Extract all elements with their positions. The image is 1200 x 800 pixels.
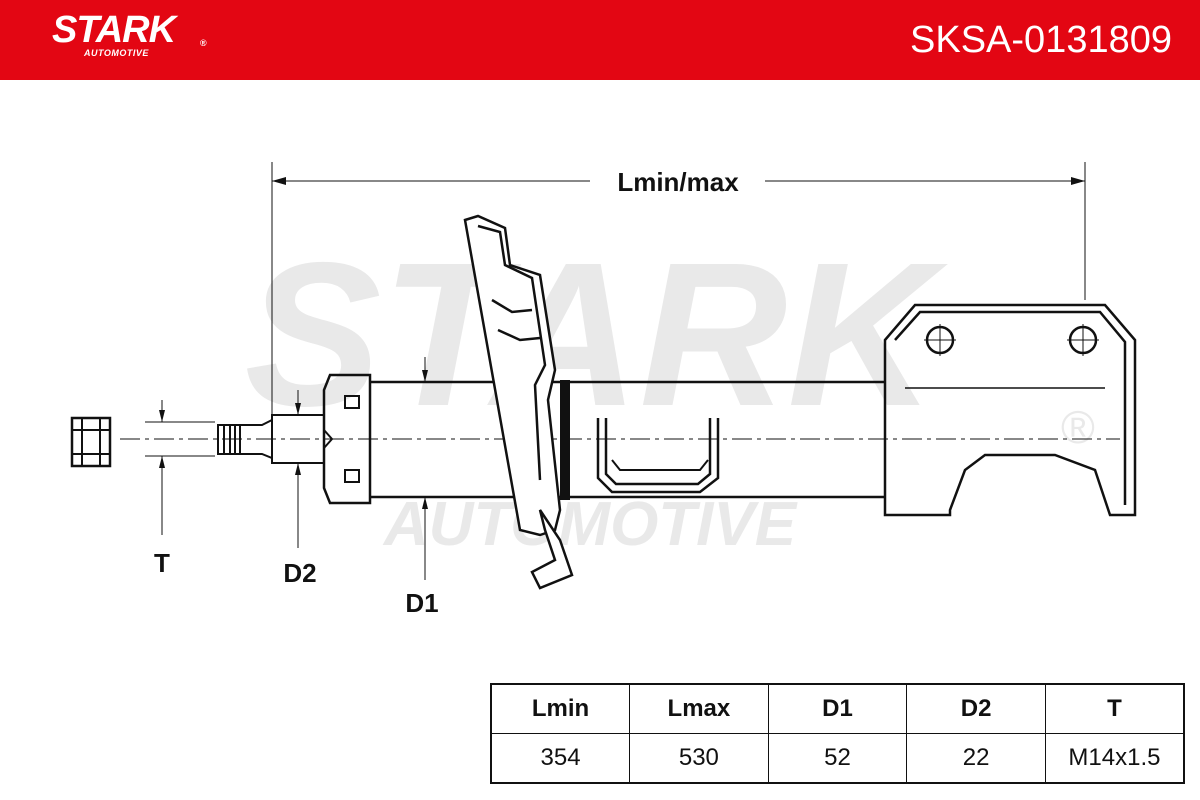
label-t: T — [154, 548, 170, 578]
logo-registered-mark: ® — [200, 38, 207, 48]
header-d2: D2 — [906, 683, 1046, 734]
body-tube — [370, 380, 885, 500]
body-dimension — [422, 357, 428, 580]
value-d1: 52 — [767, 733, 908, 784]
logo-text: STARK — [52, 9, 176, 51]
spec-table-header-row: Lmin Lmax D1 D2 T — [490, 683, 1185, 734]
header-lmin: Lmin — [490, 683, 631, 734]
value-d2: 22 — [906, 733, 1046, 784]
thread-dimension — [145, 400, 215, 535]
label-d1: D1 — [405, 588, 438, 618]
spring-seat — [463, 214, 574, 590]
rod-dimension — [295, 390, 301, 548]
nut — [70, 416, 112, 468]
part-number: SKSA-0131809 — [910, 19, 1172, 61]
spec-table: Lmin Lmax D1 D2 T 354 530 52 22 M14x1.5 — [490, 683, 1185, 784]
length-dimension — [271, 162, 1086, 440]
header-bar: STARK ® AUTOMOTIVE SKSA-0131809 — [0, 0, 1200, 80]
stark-logo: STARK ® AUTOMOTIVE — [52, 9, 207, 58]
top-cap — [322, 373, 372, 505]
watermark-text: STARK — [245, 220, 949, 449]
header-t: T — [1044, 683, 1185, 734]
spec-table-value-row: 354 530 52 22 M14x1.5 — [490, 733, 1185, 784]
label-d2: D2 — [283, 558, 316, 588]
stabilizer-bracket — [596, 418, 720, 494]
value-lmin: 354 — [490, 733, 631, 784]
header-lmax: Lmax — [629, 683, 769, 734]
header-d1: D1 — [767, 683, 908, 734]
watermark-subtext: AUTOMOTIVE — [382, 490, 798, 559]
value-lmax: 530 — [629, 733, 769, 784]
watermark-registered: ® — [1061, 401, 1095, 453]
label-lmin-max: Lmin/max — [617, 167, 739, 197]
watermark: STARK AUTOMOTIVE ® — [245, 220, 1095, 559]
logo-subtext: AUTOMOTIVE — [84, 48, 149, 58]
knuckle-bracket — [883, 303, 1137, 517]
shock-absorber-drawing: STARK AUTOMOTIVE ® — [70, 162, 1137, 618]
value-t: M14x1.5 — [1044, 733, 1185, 784]
